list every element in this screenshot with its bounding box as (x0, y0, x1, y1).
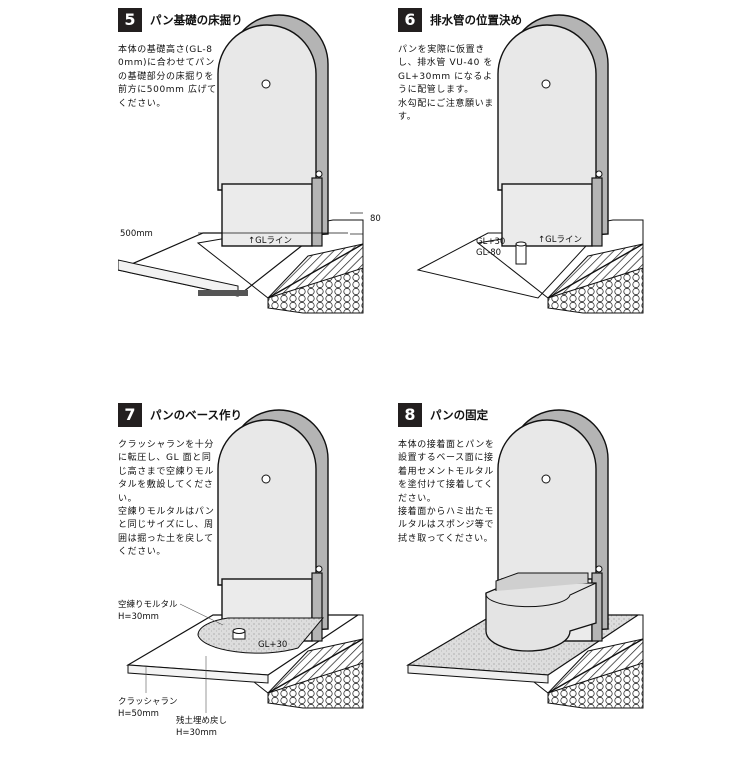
gl-line-label: ↑GLライン (538, 235, 582, 245)
step-number: 5 (118, 8, 142, 32)
step-8-panel: 8 パンの固定 本体の接着面とパンを設置するベース面に接着用セメントモルタルを塗… (398, 403, 698, 773)
step-number: 8 (398, 403, 422, 427)
step-number: 6 (398, 8, 422, 32)
description-paragraph: クラッシャランを十分に転圧し、GL 面と同じ高さまで空練りモルタルを敷設してくだ… (118, 440, 215, 504)
mortar-height-label: H=30mm (118, 612, 159, 622)
mortar-base (197, 617, 325, 654)
step-6-illustration: ↑GLライン GL+30 GL-80 (416, 14, 644, 314)
pan (485, 582, 597, 652)
step-title: パン基礎の床掘り (150, 13, 243, 27)
gl-line-label: ↑GLライン (248, 236, 292, 246)
gl-minus-label: GL-80 (476, 248, 501, 258)
step-title: パンの固定 (430, 408, 489, 422)
crusher-height-label: H=50mm (118, 709, 159, 719)
crusher-label: クラッシャラン (118, 697, 178, 707)
description-paragraph: 水勾配にご注意願います。 (398, 98, 494, 123)
backfill-label: 残土埋め戻し (176, 715, 227, 726)
width-label: 500mm (120, 229, 153, 239)
step-8-illustration (406, 409, 644, 709)
description-paragraph: パンを実際に仮置きし、排水管 VU-40 をGL+30mm になるように配管しま… (398, 45, 493, 96)
step-description: クラッシャランを十分に転圧し、GL 面と同じ高さまで空練りモルタルを敷設してくだ… (118, 439, 218, 560)
gl-plus-label: GL+30 (476, 237, 505, 247)
step-5-illustration: ↑GLライン 500mm 80 (118, 14, 381, 314)
step-7-panel: GL+30 空練りモルタル H=30mm クラッシャラン H=50mm 残土埋め… (118, 403, 418, 773)
step-description: 本体の接着面とパンを設置するベース面に接着用セメントモルタルを塗付けて接着してく… (398, 439, 498, 546)
gl-plus-label: GL+30 (258, 640, 287, 650)
description-paragraph: 空練りモルタルはパンと同じサイズにし、周囲は掘った土を戻してください。 (118, 507, 215, 558)
description-paragraph: 接着面からハミ出たモルタルはスポンジ等で拭き取ってください。 (398, 507, 495, 544)
step-5-panel: ↑GLライン 500mm 80 5 パン基礎の床掘り 本体の基礎高さ(GL-80… (118, 8, 418, 378)
step-6-panel: ↑GLライン GL+30 GL-80 6 排水管の位置決め パンを実際に仮置きし… (398, 8, 698, 378)
step-description: パンを実際に仮置きし、排水管 VU-40 をGL+30mm になるように配管しま… (398, 44, 498, 124)
description-paragraph: 本体の基礎高さ(GL-80mm)に合わせてパンの基礎部分の床掘りを前方に500m… (118, 45, 217, 109)
step-title: パンのベース作り (150, 408, 242, 422)
depth-label: 80 (370, 214, 381, 224)
step-number: 7 (118, 403, 142, 427)
step-title: 排水管の位置決め (430, 13, 522, 27)
description-paragraph: 本体の接着面とパンを設置するベース面に接着用セメントモルタルを塗付けて接着してく… (398, 440, 495, 504)
mortar-label: 空練りモルタル (118, 599, 178, 610)
backfill-height-label: H=30mm (176, 728, 217, 738)
step-7-illustration: GL+30 空練りモルタル H=30mm クラッシャラン H=50mm 残土埋め… (118, 409, 364, 738)
drain-pipe (515, 243, 527, 265)
step-description: 本体の基礎高さ(GL-80mm)に合わせてパンの基礎部分の床掘りを前方に500m… (118, 44, 218, 111)
